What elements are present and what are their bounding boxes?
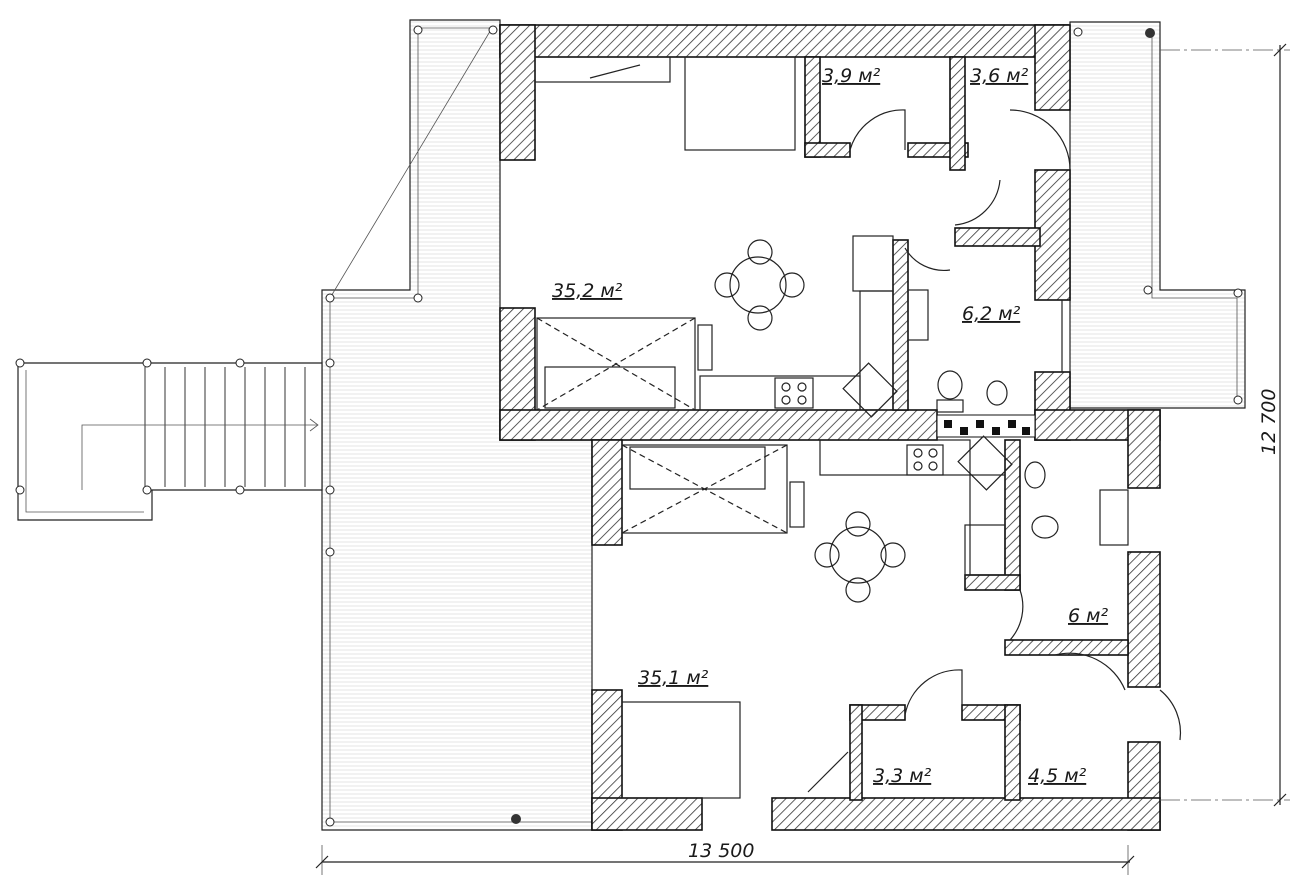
width-dimension-label: 13 500 xyxy=(688,840,754,862)
right-terrace xyxy=(1069,21,1246,409)
tile-strip xyxy=(936,414,1036,438)
room-area-lower-bath: 6 м² xyxy=(1068,605,1108,627)
height-dimension: 12 700 xyxy=(1160,43,1290,807)
room-area-lower-closet: 3,3 м² xyxy=(873,765,932,787)
room-area-lower-hall: 4,5 м² xyxy=(1028,765,1087,787)
stairs xyxy=(15,358,323,521)
height-dimension-label: 12 700 xyxy=(1258,389,1280,455)
terrace-posts xyxy=(325,25,1243,827)
room-area-upper-closet: 3,9 м² xyxy=(822,65,881,87)
room-area-upper-hall: 3,6 м² xyxy=(970,65,1029,87)
upper-furniture xyxy=(534,56,1071,418)
walls xyxy=(499,24,1161,831)
room-labels: 35,2 м² 3,9 м² 3,6 м² 6,2 м² 6 м² 35,1 м… xyxy=(552,65,1108,787)
room-area-upper-living: 35,2 м² xyxy=(552,280,623,302)
room-area-lower-living: 35,1 м² xyxy=(638,667,709,689)
width-dimension: 13 500 xyxy=(315,840,1135,875)
room-area-upper-bath: 6,2 м² xyxy=(962,303,1021,325)
lower-furniture xyxy=(621,435,1182,799)
